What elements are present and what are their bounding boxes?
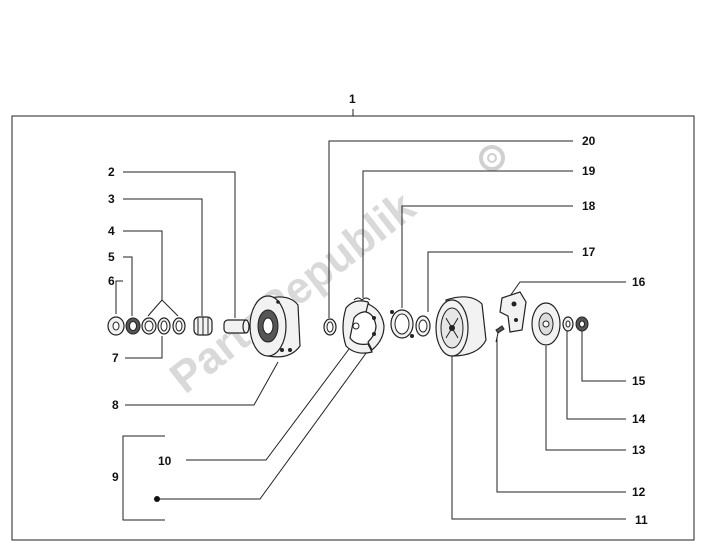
label-2: 2 [108, 165, 115, 179]
gear-icon [479, 145, 505, 171]
leader-4c [161, 299, 179, 317]
watermark-text: PartsRepublik [161, 182, 425, 403]
part-14-washer [562, 316, 574, 332]
leader-19 [362, 170, 573, 298]
part-17-ring [415, 315, 431, 337]
assembly-frame [11, 115, 695, 541]
label-6: 6 [108, 274, 115, 288]
leader-15 [581, 330, 626, 382]
label-1: 1 [349, 92, 356, 106]
part-18-gasket [390, 309, 414, 339]
label-20: 20 [582, 134, 596, 148]
part-8-hub-drum [249, 295, 301, 358]
leader-3 [123, 198, 203, 316]
part-11-brake-plate [435, 296, 487, 357]
reference-dot [154, 496, 160, 502]
label-10: 10 [158, 454, 172, 468]
leader-lines [115, 140, 626, 521]
leader-2 [123, 171, 236, 318]
label-9: 9 [112, 470, 119, 484]
label-8: 8 [112, 398, 119, 412]
label-17: 17 [582, 245, 596, 259]
leader-14 [566, 330, 626, 420]
part-5-ring [125, 317, 141, 335]
parts [107, 291, 589, 358]
leader-7 [125, 336, 163, 359]
label-15: 15 [632, 374, 646, 388]
part-2-bushing [223, 319, 250, 334]
part-12-cam-lever [495, 325, 505, 343]
label-3: 3 [108, 192, 115, 206]
part-10-brake-shoes [342, 297, 385, 354]
label-19: 19 [582, 164, 596, 178]
leader-6 [115, 280, 123, 314]
leader-18 [401, 205, 573, 308]
label-14: 14 [632, 412, 646, 426]
label-7: 7 [112, 351, 119, 365]
leader-12 [496, 338, 626, 493]
leader-9-dot [157, 344, 373, 500]
leader-13 [545, 346, 626, 451]
part-3-bearing [193, 316, 213, 336]
label-4: 4 [108, 224, 115, 238]
part-13-flange [531, 302, 561, 346]
leader-11 [451, 356, 626, 520]
part-20-oring [323, 318, 337, 336]
leader-8 [125, 361, 279, 406]
leader-17 [427, 251, 573, 312]
label-16: 16 [632, 275, 646, 289]
part-16-bracket [499, 291, 527, 333]
label-12: 12 [632, 485, 646, 499]
part-6-washer [107, 316, 125, 336]
label-11: 11 [635, 513, 648, 527]
leader-4 [123, 230, 163, 300]
bracket-9 [122, 435, 165, 521]
leader-4b [147, 299, 163, 317]
label-13: 13 [632, 443, 646, 457]
leader-16 [509, 281, 626, 297]
label-18: 18 [582, 199, 596, 213]
leader-20 [328, 140, 573, 318]
leader-5 [123, 256, 133, 316]
leader-10 [186, 344, 353, 461]
label-5: 5 [108, 250, 115, 264]
part-15-nut [575, 316, 589, 332]
part-4-rings [141, 317, 186, 335]
